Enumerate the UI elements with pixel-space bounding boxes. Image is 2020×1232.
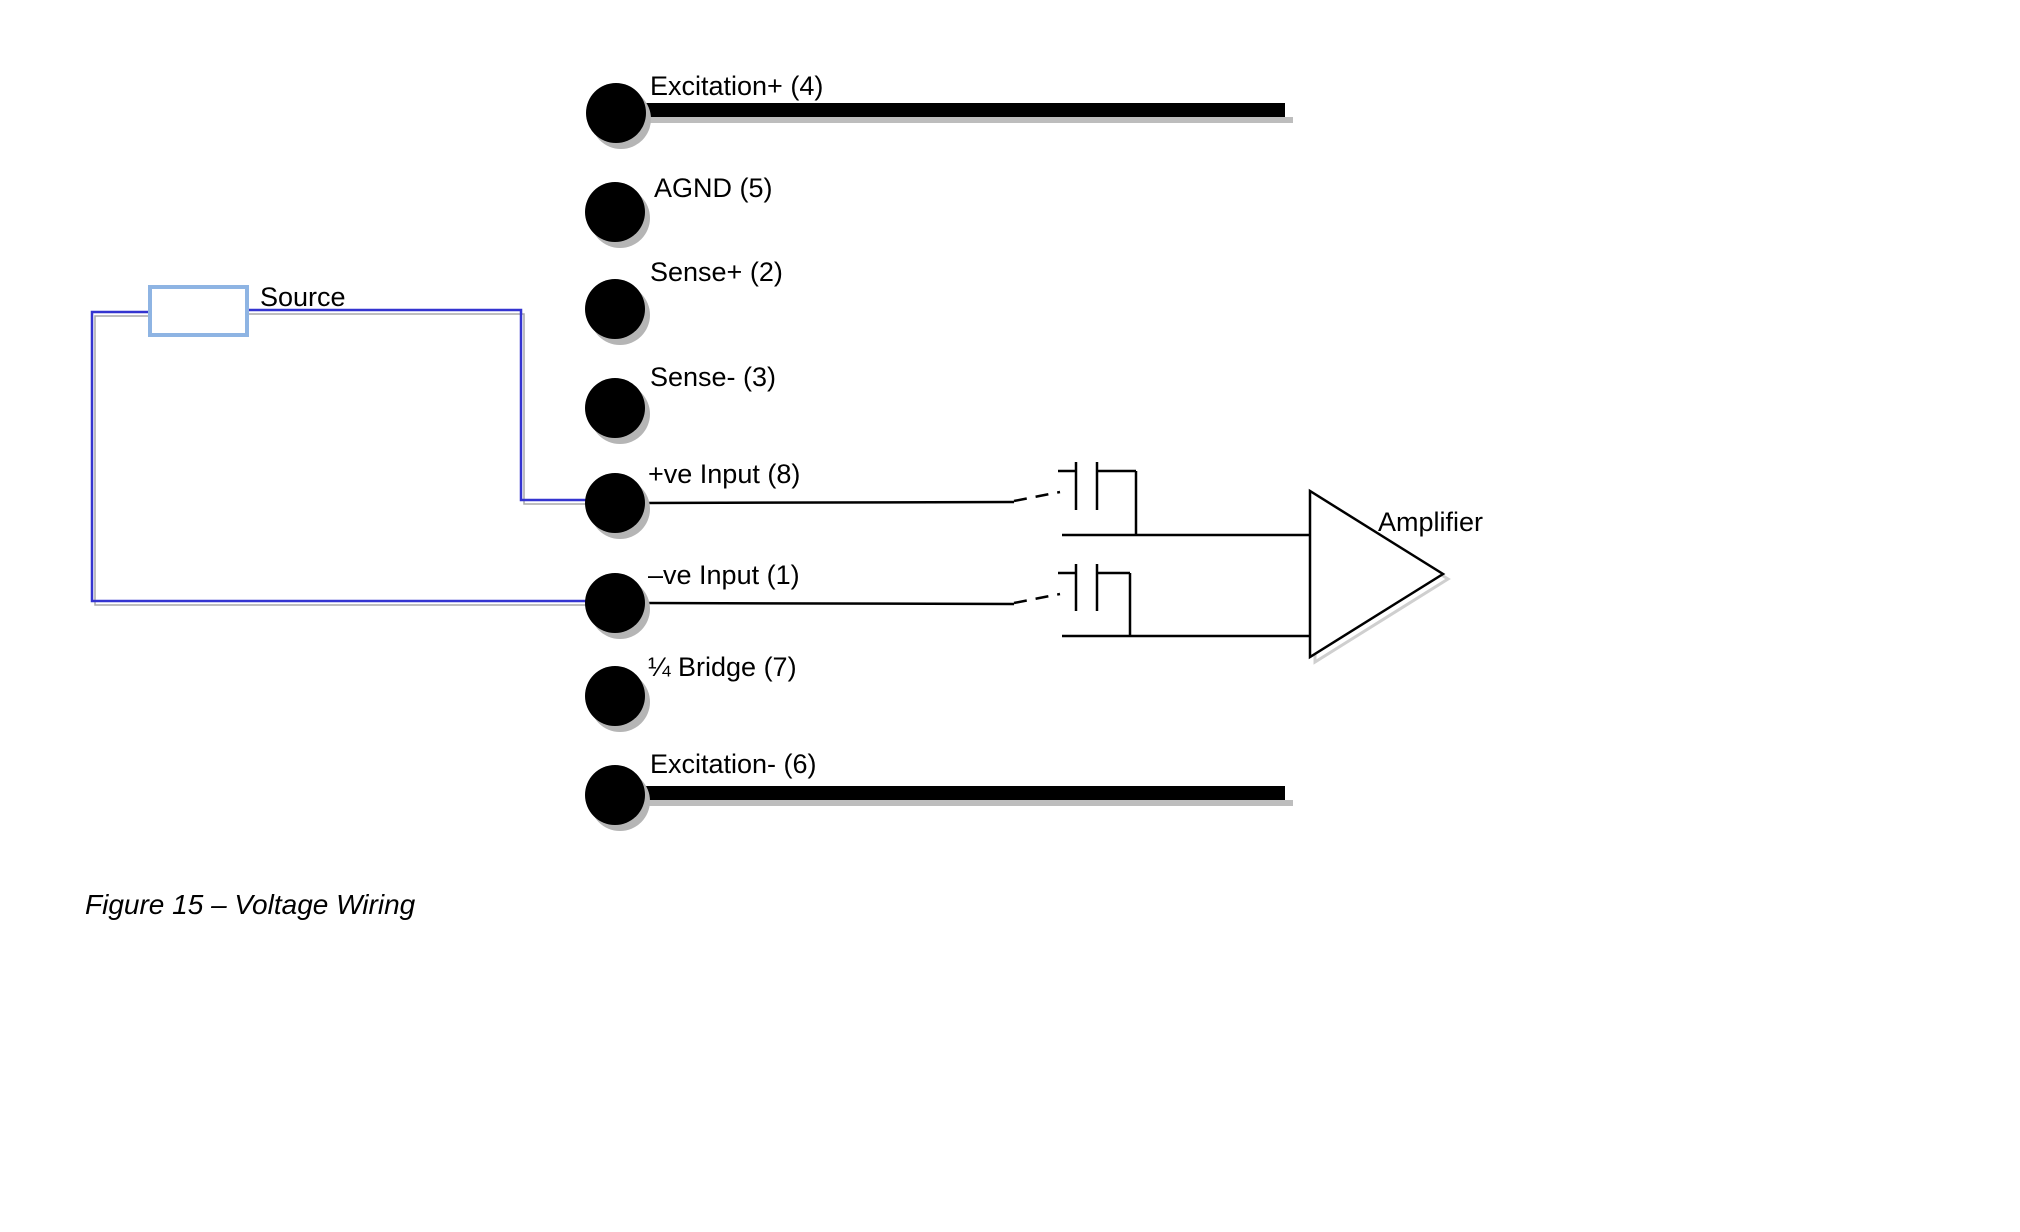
- wire-top-shadow: [247, 313, 590, 505]
- pin-terminals: [585, 83, 646, 825]
- pin-label-negative-input: –ve Input (1): [648, 560, 800, 590]
- pin-excitation-minus: [585, 765, 645, 825]
- figure-caption: Figure 15 – Voltage Wiring: [85, 889, 416, 920]
- pin-excitation-plus: [586, 83, 646, 143]
- coupling-capacitor-bottom: [1058, 564, 1132, 636]
- wire-bottom-shadow: [94, 315, 590, 606]
- positive-input-line: [643, 500, 1015, 505]
- pin-sense-minus: [585, 378, 645, 438]
- pin-positive-input: [585, 473, 645, 533]
- negative-input-line-dashed: [1013, 592, 1061, 605]
- source-box: [148, 285, 249, 337]
- pin-negative-input: [585, 573, 645, 633]
- pin-agnd: [585, 182, 645, 242]
- source-label: Source: [260, 282, 346, 312]
- pin-label-agnd: AGND (5): [654, 173, 773, 203]
- pin-sense-plus: [585, 279, 645, 339]
- amplifier-triangle: [1308, 488, 1446, 660]
- wire-source-to-negative-input: [90, 310, 590, 603]
- pin-label-excitation-minus: Excitation- (6): [650, 749, 817, 779]
- wire-source-to-positive-input: [247, 308, 590, 502]
- pin-label-sense-minus: Sense- (3): [650, 362, 777, 392]
- positive-input-line-dashed: [1013, 490, 1061, 503]
- pin-label-sense-plus: Sense+ (2): [650, 257, 783, 287]
- amplifier-label: Amplifier: [1378, 507, 1484, 537]
- pin-label-quarter-bridge: ¼ Bridge (7): [648, 652, 797, 682]
- pin-label-positive-input: +ve Input (8): [648, 459, 801, 489]
- negative-input-line: [643, 601, 1015, 606]
- pin-label-excitation-plus: Excitation+ (4): [650, 71, 824, 101]
- pin-quarter-bridge: [585, 666, 645, 726]
- coupling-capacitor-top: [1058, 462, 1138, 535]
